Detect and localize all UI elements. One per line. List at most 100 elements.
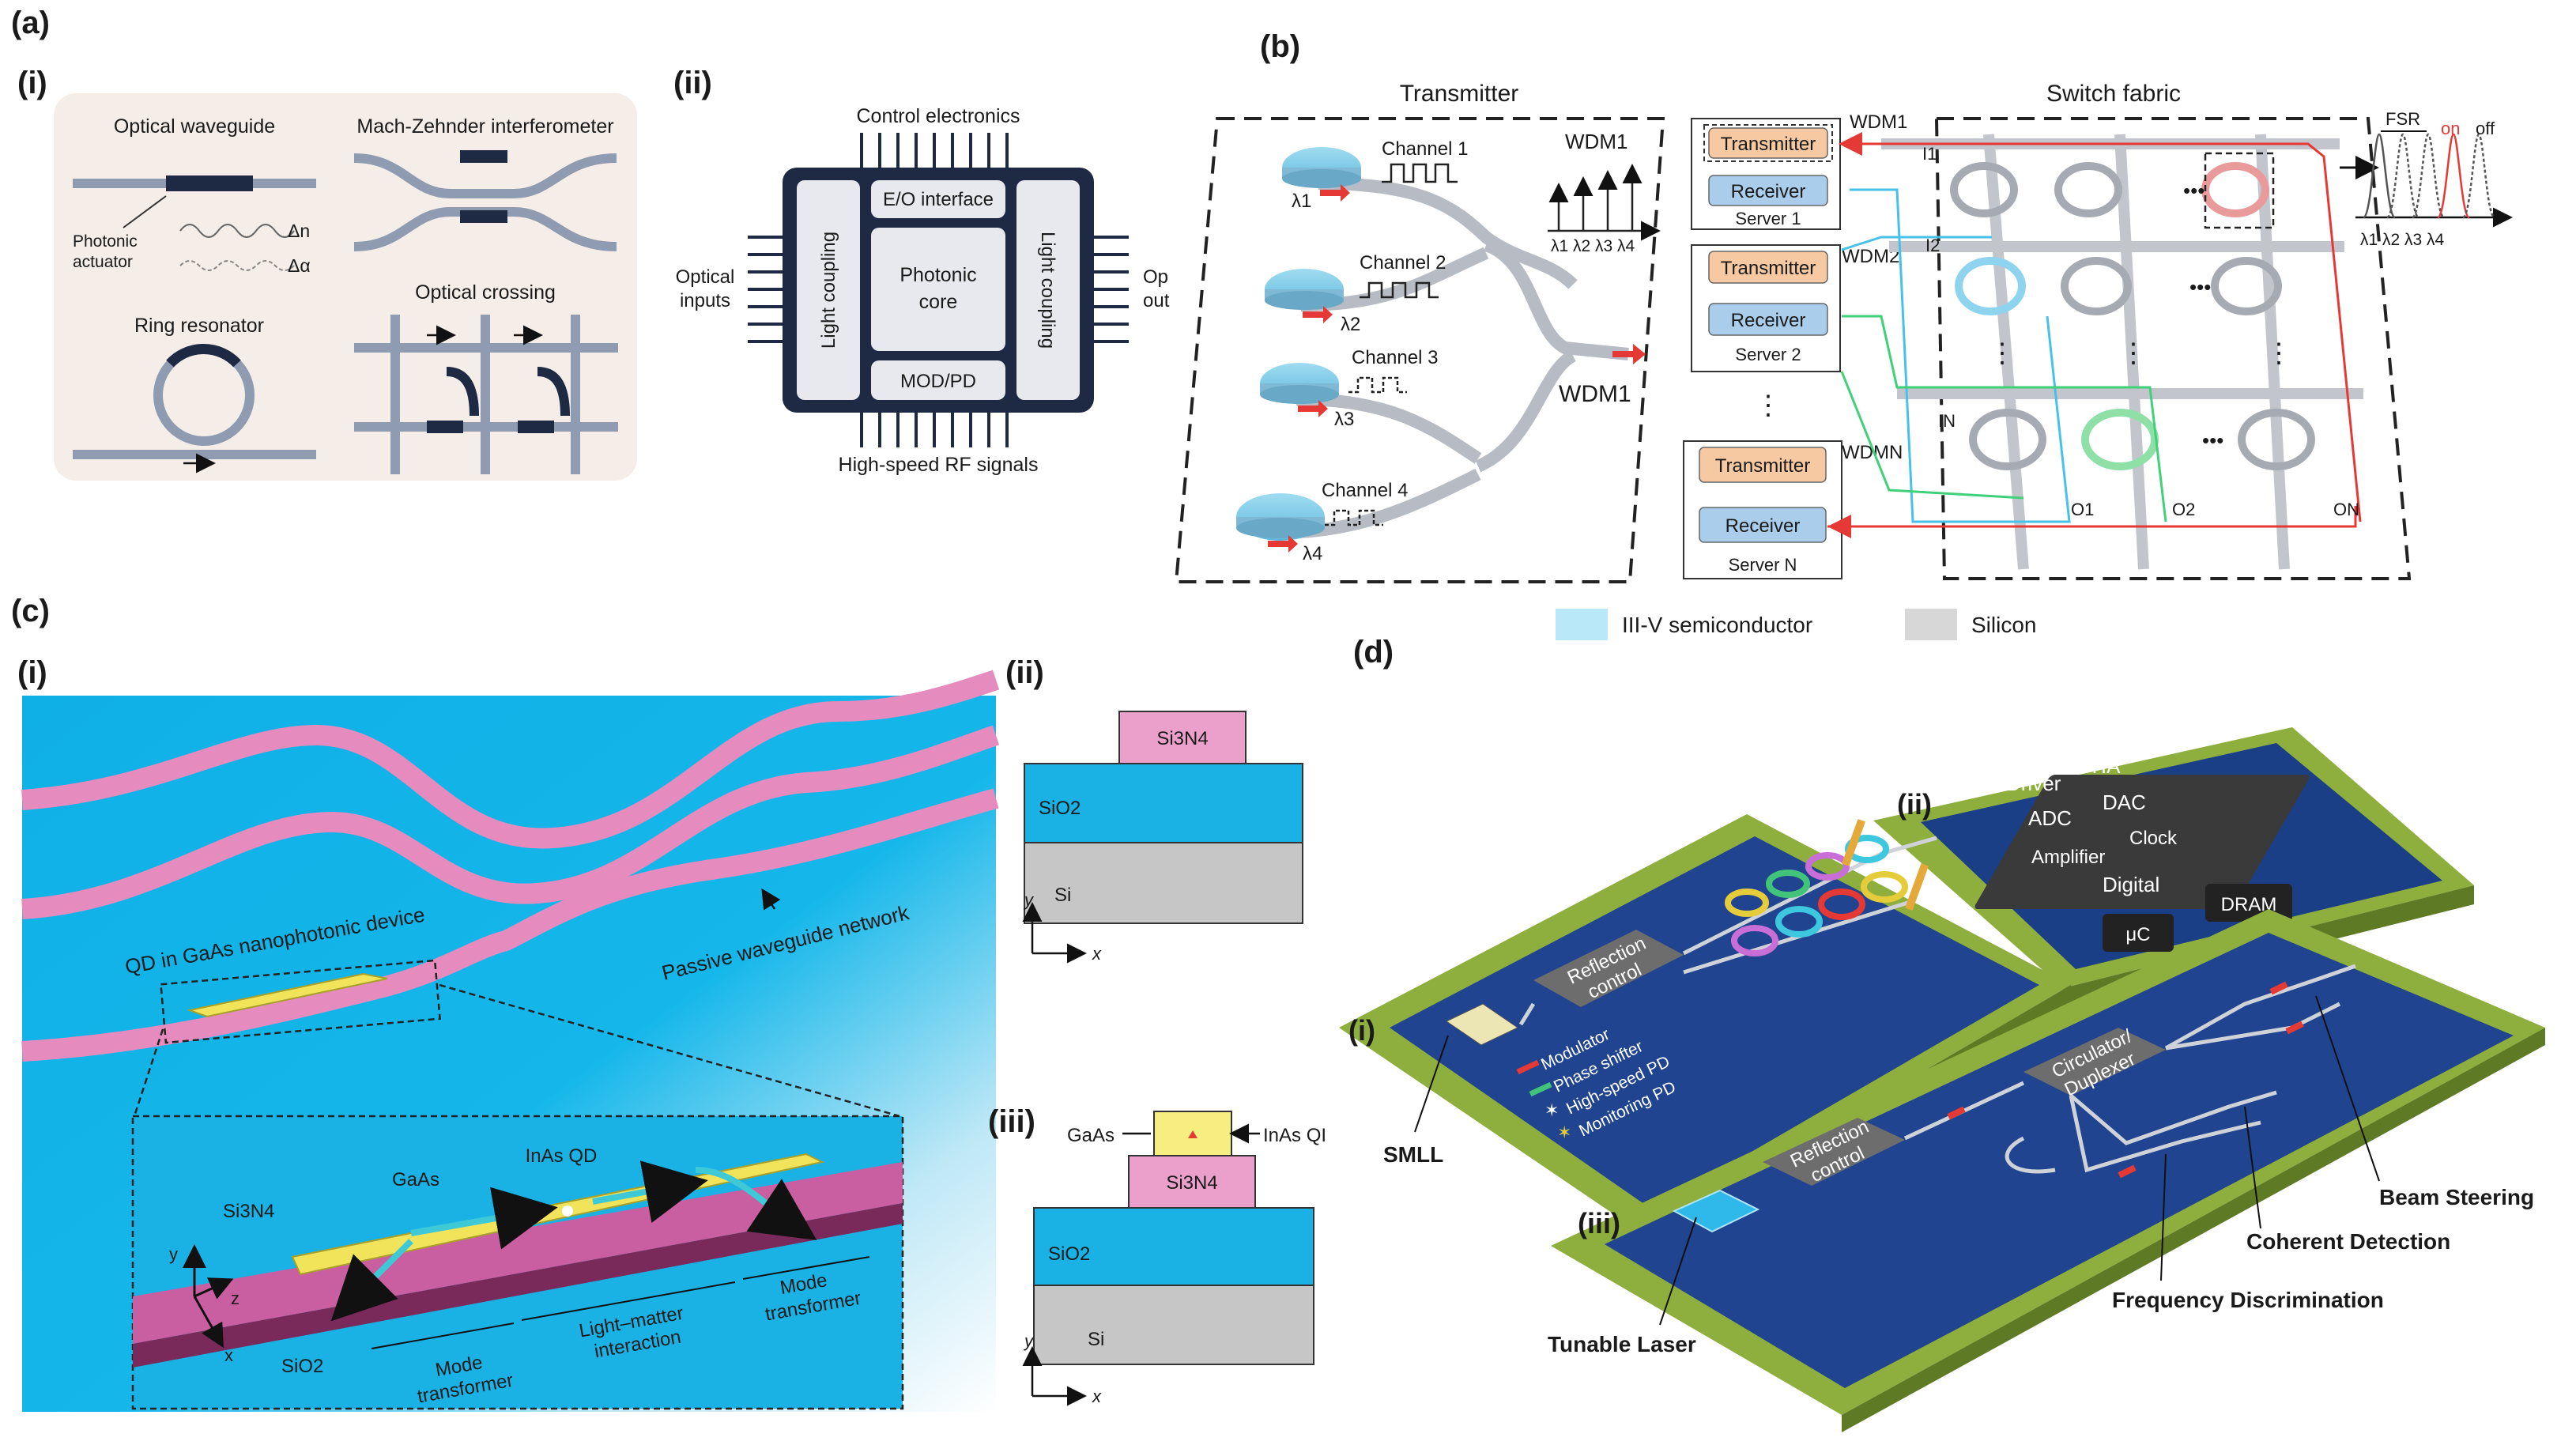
b-rx-button-2 — [1708, 303, 1828, 336]
b-red-arrows — [1268, 184, 1646, 553]
d-reflection-box-i — [1533, 930, 1684, 1007]
svg-text:✶: ✶ — [1557, 1122, 1571, 1142]
c-sio2: SiO2 — [281, 1356, 323, 1377]
c-dimension-lines — [371, 1256, 870, 1349]
b-input-2: I2 — [1925, 236, 1940, 255]
b-disks — [1236, 147, 1361, 541]
a-actuator-pointer — [123, 195, 167, 228]
a-cross-sw1 — [446, 367, 479, 417]
a-cross-act2 — [518, 421, 554, 433]
a-ii-pins — [748, 133, 1129, 447]
b-tx-2: Transmitter — [1721, 258, 1816, 279]
panel-a-ii-label: (ii) — [673, 66, 712, 100]
b-pulse-3 — [1348, 376, 1407, 394]
a-ii-outputs-1: Op — [1143, 266, 1168, 288]
c-iii-axis-x: x — [1092, 1387, 1102, 1406]
d-tunable-leader — [1659, 1217, 1697, 1326]
b-rx-n: Receiver — [1726, 515, 1801, 537]
c-ii-si-box — [1024, 842, 1303, 924]
b-vdots-2: ⋮ — [2120, 338, 2147, 368]
b-wdm-label-1: WDM1 — [1850, 111, 1907, 133]
b-pulse-1 — [1382, 163, 1458, 183]
b-tx-button-2 — [1708, 251, 1828, 284]
b-on: on — [2441, 119, 2460, 138]
d-chip-0: Driver — [2006, 772, 2061, 795]
b-spectrum-peaks — [2362, 133, 2496, 219]
d-circulator-box — [2023, 1028, 2166, 1096]
b-input-n: IN — [1938, 411, 1956, 431]
b-vdots-1: ⋮ — [1989, 338, 2016, 368]
c-iii-axis-y: y — [1023, 1331, 1035, 1351]
c-passive-arrow — [761, 888, 781, 911]
c-iii-si3n4-box — [1128, 1155, 1256, 1209]
b-lambda-4: λ4 — [1303, 543, 1322, 564]
a-mzi-actuator-bottom — [460, 210, 507, 223]
a-ii-rf: High-speed RF signals — [839, 454, 1039, 476]
c-zoom-line-right — [439, 983, 900, 1118]
d-sub-ii: (ii) — [1897, 788, 1932, 821]
d-frequency: Frequency Discrimination — [2112, 1288, 2384, 1312]
c-inas-dot — [562, 1205, 573, 1217]
d-iii-modulators — [1947, 981, 2304, 1179]
d-coherent-leader — [2244, 1106, 2261, 1229]
c-gaas: GaAs — [392, 1169, 439, 1190]
b-output-n: ON — [2333, 500, 2359, 519]
panel-c-iii-label: (iii) — [988, 1104, 1035, 1139]
c-ii-sio2: SiO2 — [1039, 798, 1081, 819]
d-chip-5: Clock — [2129, 828, 2178, 849]
c-inset-si3n4-top — [133, 1162, 903, 1344]
a-ii-light-left-box — [797, 180, 860, 400]
b-rx-button-1 — [1708, 175, 1828, 206]
panel-c-ii-label: (ii) — [1005, 655, 1044, 690]
c-si3n4: Si3N4 — [223, 1201, 274, 1222]
d-beam: Beam Steering — [2379, 1185, 2534, 1209]
a-ii-outputs-2: out — [1143, 290, 1170, 311]
a-ii-core-1: Photonic — [900, 264, 976, 286]
d-frequency-leader — [2160, 1153, 2167, 1281]
d-sub-i: (i) — [1348, 1014, 1375, 1047]
a-ii-inputs-1: Optical — [676, 266, 735, 288]
a-wave-2 — [179, 260, 295, 271]
d-chip-3: DAC — [2103, 790, 2146, 814]
c-ii-si: Si — [1054, 885, 1071, 906]
c-axis-x: x — [224, 1345, 233, 1365]
b-output-1: O1 — [2071, 500, 2094, 519]
a-ii-core-box — [871, 228, 1005, 351]
d-smll: SMLL — [1383, 1142, 1443, 1167]
b-tx-n: Transmitter — [1715, 455, 1810, 477]
d-smll-leader — [1414, 1035, 1449, 1133]
d-board-iii-edge — [1842, 1028, 2545, 1432]
b-pulse-4 — [1325, 509, 1383, 526]
c-ii-si3n4: Si3N4 — [1156, 728, 1208, 749]
panel-c-i-label: (i) — [17, 655, 47, 690]
c-ii-si3n4-box — [1118, 711, 1247, 764]
c-ii-sio2-box — [1024, 763, 1303, 843]
b-channel-3: Channel 3 — [1352, 347, 1438, 368]
b-legend-si: Silicon — [1971, 613, 2036, 637]
b-lambda-3: λ3 — [1334, 409, 1354, 430]
panel-c-label: (c) — [11, 594, 50, 628]
b-tx-button-1 — [1708, 127, 1828, 159]
panel-a-label: (a) — [11, 6, 50, 40]
a-photonic-actuator-2: actuator — [73, 253, 133, 271]
d-tunable: Tunable Laser — [1548, 1332, 1696, 1356]
b-output-2: O2 — [2172, 500, 2195, 519]
d-chip-7: μC — [2125, 924, 2150, 945]
b-lambda-2: λ2 — [1341, 314, 1360, 335]
d-board-iii-blue — [1605, 933, 2514, 1388]
a-ii-eo-box — [871, 180, 1005, 218]
b-rx-1: Receiver — [1731, 181, 1806, 202]
d-i-rings — [1725, 835, 1908, 956]
a-mzi-actuator-top — [460, 150, 507, 163]
b-rx-button-n — [1699, 507, 1827, 543]
d-chip-array — [1974, 775, 2310, 909]
b-rings — [1950, 162, 2315, 470]
d-chip-6: Digital — [2103, 873, 2159, 896]
panel-c: (c) (i) QD in GaAs nanophotonic device P… — [11, 594, 1326, 1412]
d-smll-chip — [1446, 1003, 1518, 1046]
b-signal-paths — [1827, 142, 2362, 528]
a-delta-alpha: Δα — [288, 255, 311, 276]
panel-b-label: (b) — [1260, 29, 1300, 64]
b-server-1 — [1691, 118, 1841, 230]
b-hdots-2: ••• — [2189, 275, 2211, 299]
